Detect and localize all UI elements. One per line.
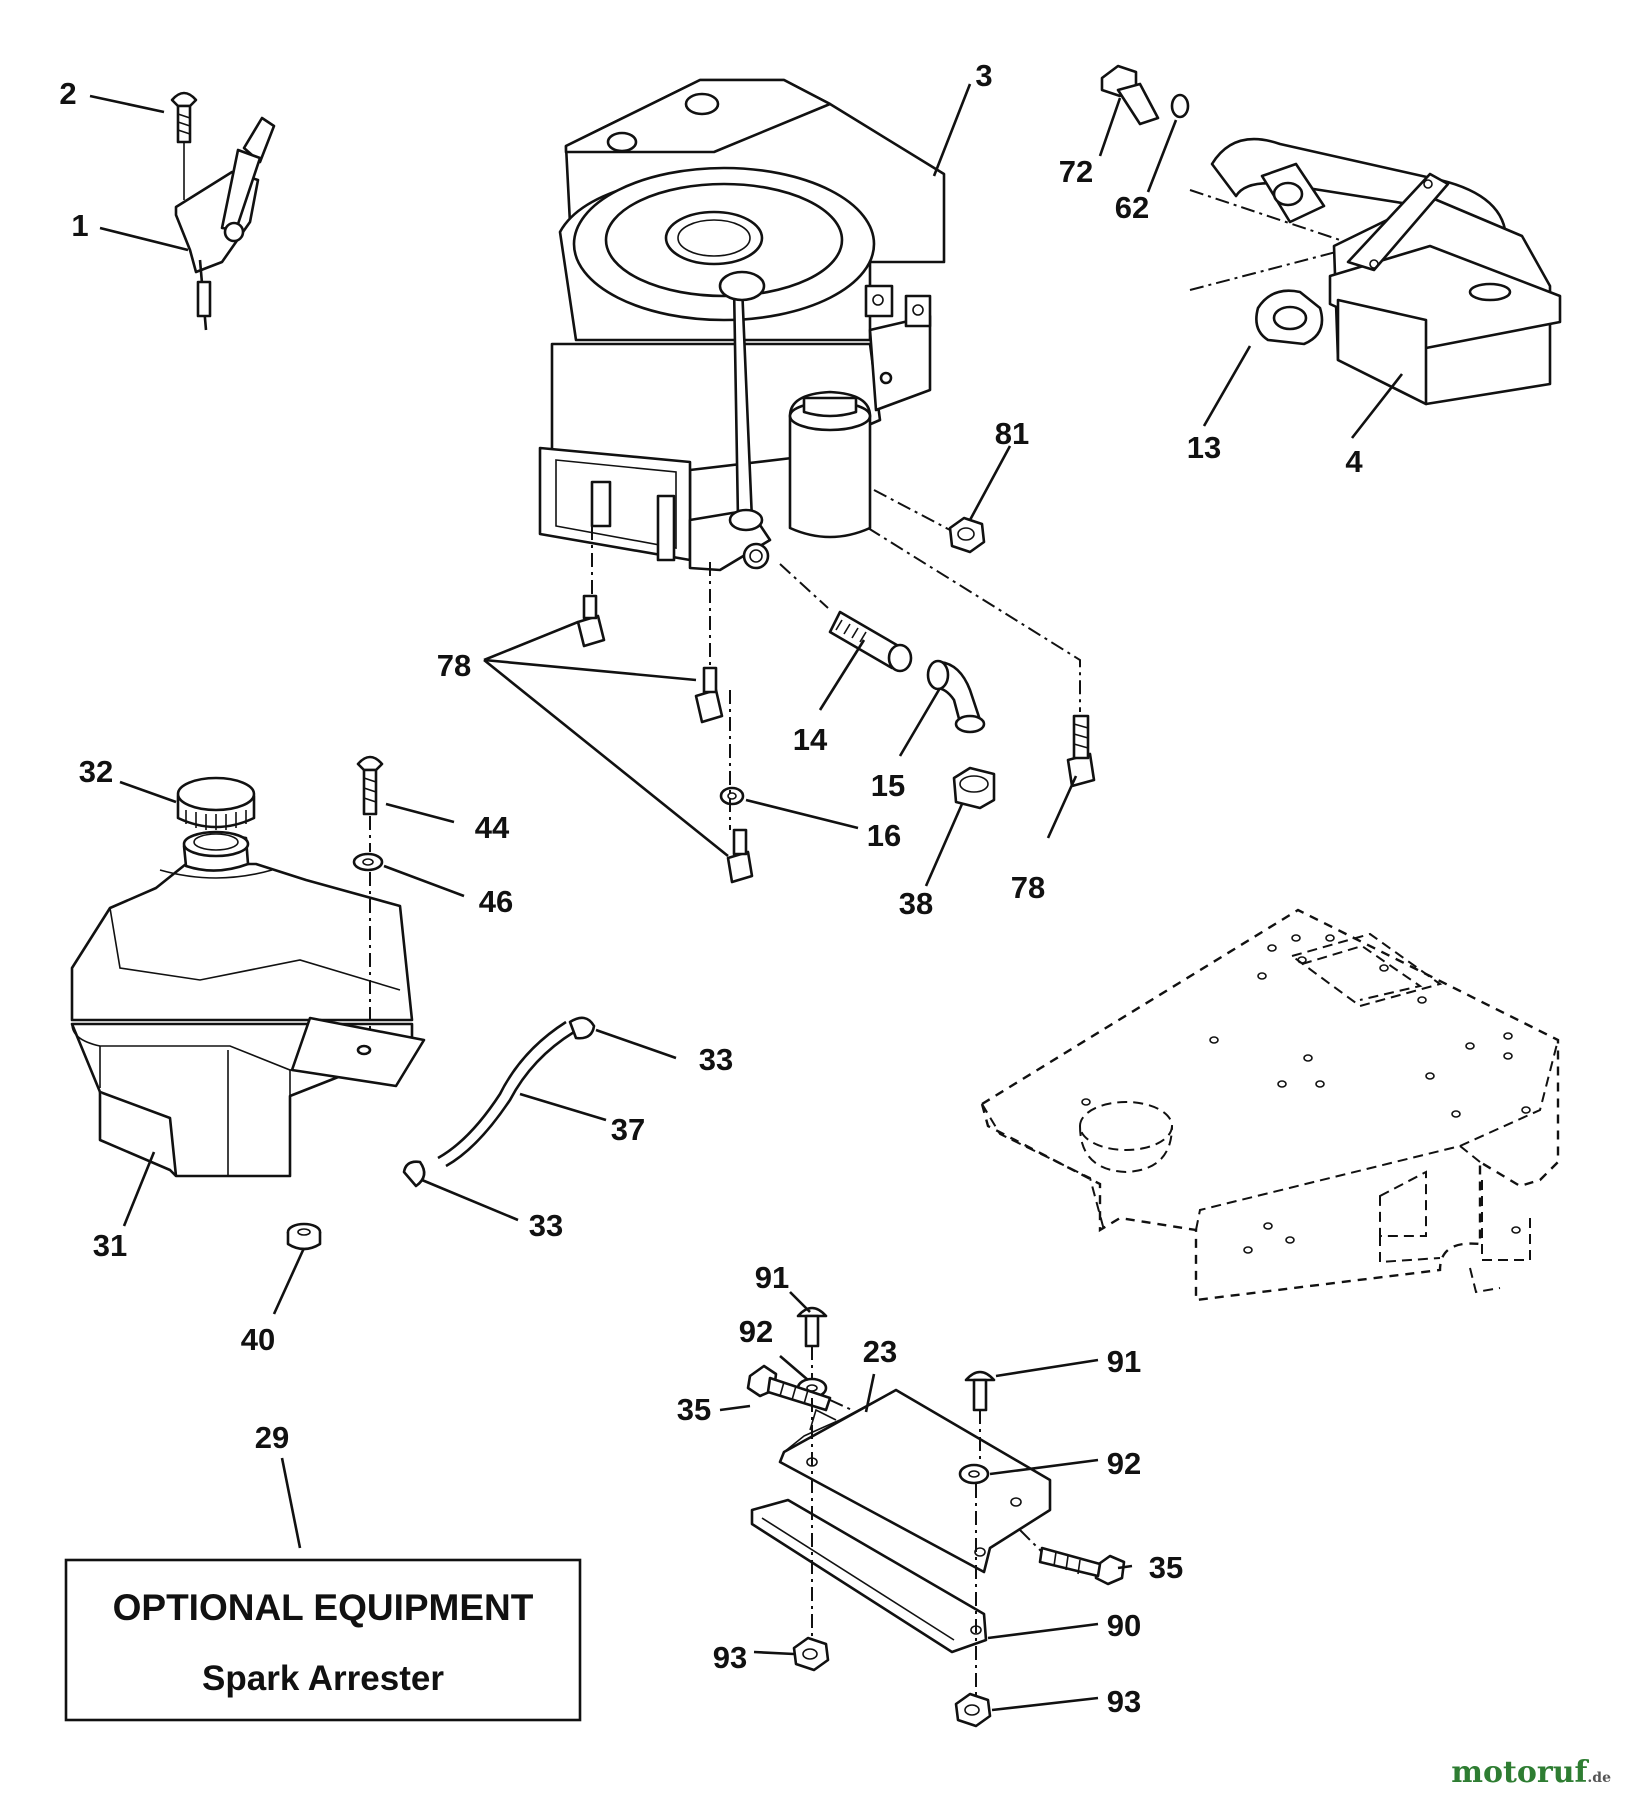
callout-1: 1 bbox=[71, 208, 88, 243]
callout-91-left: 91 bbox=[755, 1260, 789, 1295]
callout-92-right: 92 bbox=[1107, 1446, 1141, 1481]
callout-35-left: 35 bbox=[677, 1392, 711, 1427]
heat-shield bbox=[778, 1388, 1052, 1574]
muffler bbox=[1210, 137, 1562, 406]
callout-15: 15 bbox=[871, 768, 905, 803]
watermark-brand: motoruf bbox=[1451, 1755, 1588, 1790]
callout-23: 23 bbox=[863, 1334, 897, 1369]
drain-cap bbox=[952, 766, 996, 810]
leader-lines bbox=[89, 83, 1404, 1712]
carriage-bolts bbox=[796, 1306, 996, 1412]
callout-38: 38 bbox=[899, 886, 933, 921]
callout-35-right: 35 bbox=[1149, 1550, 1183, 1585]
deflector-plate bbox=[750, 1498, 988, 1654]
callout-78-right: 78 bbox=[1011, 870, 1045, 905]
callout-62: 62 bbox=[1115, 190, 1149, 225]
engine bbox=[538, 78, 946, 572]
exhaust-bolt bbox=[1100, 64, 1160, 126]
tank-grommet bbox=[286, 1222, 322, 1251]
spark-arrester-label: Spark Arrester bbox=[202, 1659, 444, 1698]
fuel-line bbox=[437, 1020, 575, 1168]
callout-72: 72 bbox=[1059, 154, 1093, 189]
callout-14: 14 bbox=[793, 722, 828, 757]
watermark-domain: .de bbox=[1587, 1770, 1611, 1786]
callout-44: 44 bbox=[475, 810, 510, 845]
fuel-tank bbox=[70, 830, 426, 1178]
callout-93-left: 93 bbox=[713, 1640, 747, 1675]
callout-13: 13 bbox=[1187, 430, 1221, 465]
hex-nuts-93 bbox=[792, 1636, 992, 1728]
callout-29: 29 bbox=[255, 1420, 289, 1455]
callout-33-bottom: 33 bbox=[529, 1208, 563, 1243]
callout-2: 2 bbox=[59, 76, 76, 111]
lock-washer bbox=[1170, 93, 1190, 119]
shield-screws bbox=[746, 1364, 1126, 1586]
hose-clamps bbox=[402, 1016, 596, 1188]
callout-37: 37 bbox=[611, 1112, 645, 1147]
callout-91-right: 91 bbox=[1107, 1344, 1141, 1379]
callout-81: 81 bbox=[995, 416, 1029, 451]
tank-washer bbox=[352, 852, 384, 872]
gasket bbox=[1255, 289, 1324, 346]
pipe-nipple bbox=[828, 610, 913, 673]
callout-90: 90 bbox=[1107, 1608, 1141, 1643]
elbow-fitting bbox=[926, 659, 986, 734]
callout-3: 3 bbox=[975, 58, 992, 93]
chassis-frame bbox=[980, 908, 1560, 1302]
watermark-logo: motoruf.de bbox=[1451, 1755, 1611, 1790]
callout-46: 46 bbox=[479, 884, 513, 919]
engine-washer bbox=[719, 786, 745, 806]
callout-33-top: 33 bbox=[699, 1042, 733, 1077]
hex-nut-81 bbox=[948, 516, 986, 554]
callout-16: 16 bbox=[867, 818, 901, 853]
callout-4: 4 bbox=[1345, 444, 1363, 479]
optional-equipment-title: OPTIONAL EQUIPMENT bbox=[113, 1587, 534, 1628]
callout-31: 31 bbox=[93, 1228, 127, 1263]
optional-equipment-box bbox=[64, 1558, 582, 1722]
tank-screw bbox=[356, 755, 384, 816]
fuel-cap bbox=[176, 776, 256, 830]
callout-32: 32 bbox=[79, 754, 113, 789]
callout-92-left: 92 bbox=[739, 1314, 773, 1349]
engine-bolts bbox=[576, 594, 1096, 884]
callout-78-left: 78 bbox=[437, 648, 471, 683]
throttle-control bbox=[170, 91, 276, 331]
callout-40: 40 bbox=[241, 1322, 275, 1357]
callout-93-right: 93 bbox=[1107, 1684, 1141, 1719]
